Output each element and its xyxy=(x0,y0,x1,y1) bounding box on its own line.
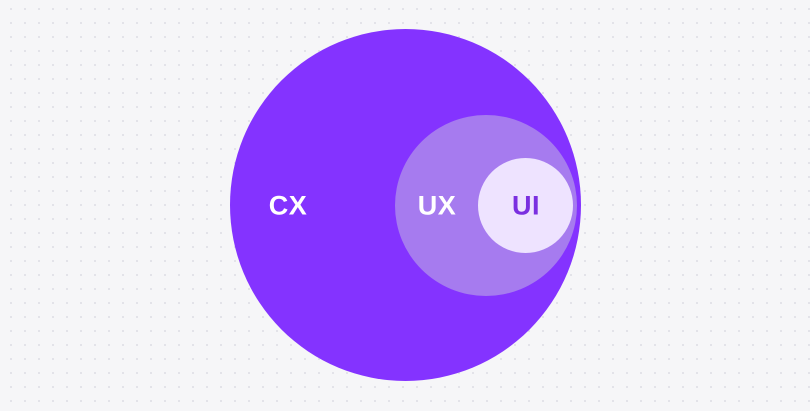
ux-label: UX xyxy=(417,190,457,221)
ui-circle xyxy=(478,158,573,253)
cx-label: CX xyxy=(268,190,308,221)
ui-label: UI xyxy=(512,190,540,221)
